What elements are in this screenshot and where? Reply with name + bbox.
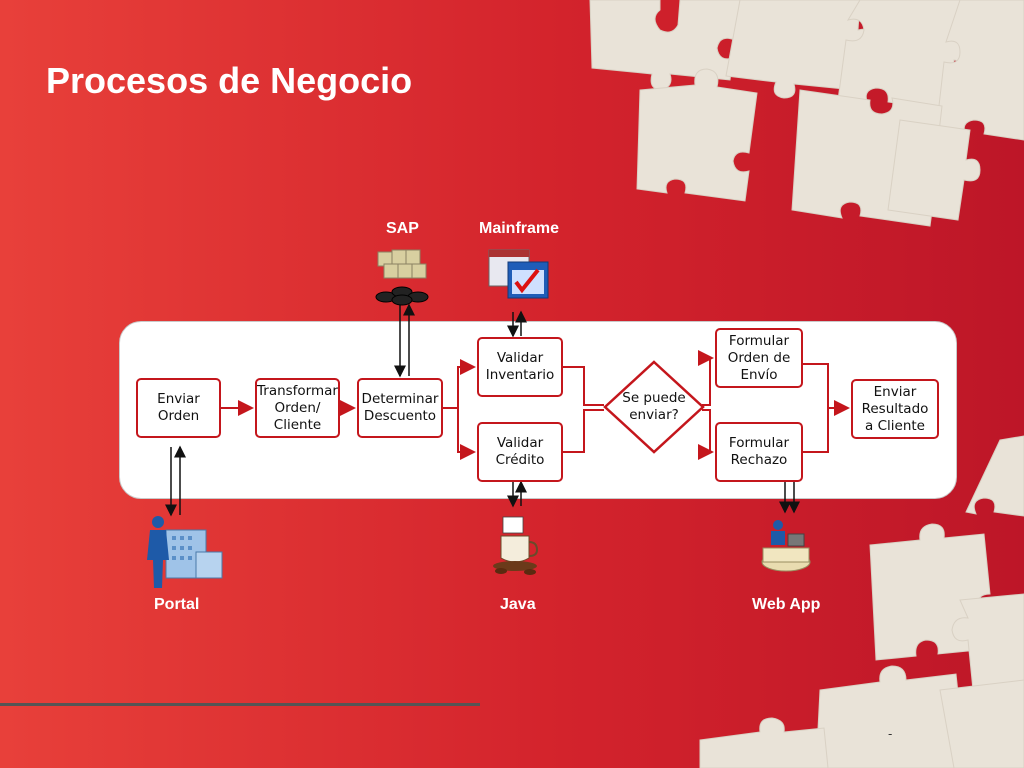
node-formular-envio: Formular Orden de Envío [715,328,803,388]
node-determinar-label: Determinar Descuento [361,391,439,424]
node-enviar-resultado-label: Enviar Resultado a Cliente [861,383,929,434]
page-title: Procesos de Negocio [46,60,413,101]
node-validar-credito: Validar Crédito [477,422,563,482]
portal-label: Portal [154,596,200,613]
node-transformar: Transformar Orden/ Cliente [255,378,340,438]
node-enviar-orden: Enviar Orden [136,378,221,438]
node-transformar-label: Transformar Orden/ Cliente [257,382,338,433]
node-formular-rechazo: Formular Rechazo [715,422,803,482]
node-formular-rechazo-label: Formular Rechazo [728,435,790,468]
footer-mark: - [888,727,893,741]
sap-label: SAP [386,220,419,237]
mainframe-label: Mainframe [479,220,560,237]
java-label: Java [500,596,536,613]
webapp-label: Web App [752,596,821,613]
node-validar-inventario: Validar Inventario [477,337,563,397]
node-formular-envio-label: Formular Orden de Envío [727,332,791,383]
node-enviar-resultado: Enviar Resultado a Cliente [851,379,939,439]
node-enviar-orden-label: Enviar Orden [157,391,200,424]
decision-label: Se puede enviar? [622,390,686,423]
footer-rule [0,703,480,706]
node-validar-credito-label: Validar Crédito [495,435,545,468]
node-determinar: Determinar Descuento [357,378,443,438]
node-validar-inventario-label: Validar Inventario [485,350,555,383]
